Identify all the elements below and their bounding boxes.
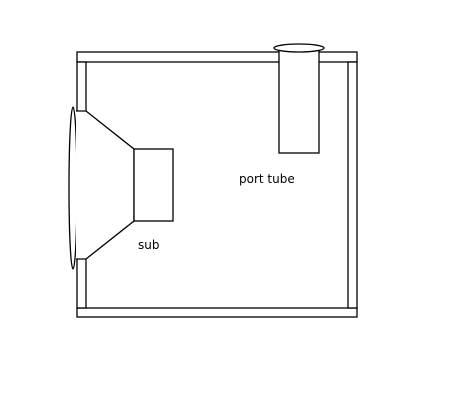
top-panel (76, 51, 358, 63)
sub-surround-ring (68, 106, 78, 270)
bottom-panel (76, 307, 358, 318)
sub-cone (76, 110, 135, 260)
port-tube-label: port tube (239, 172, 295, 186)
port-tube-flare (273, 43, 325, 53)
port-tube-body (278, 49, 320, 154)
sub-magnet (133, 148, 174, 222)
right-panel (347, 61, 358, 309)
sub-label: sub (138, 238, 160, 252)
